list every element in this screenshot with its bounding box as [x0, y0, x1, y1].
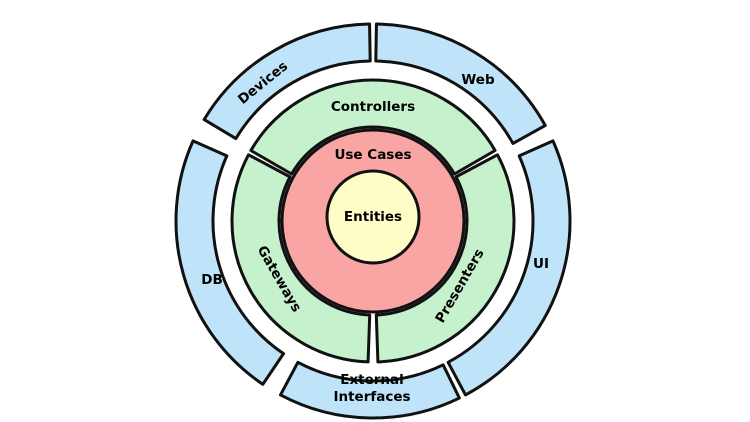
label-entities: Entities: [344, 209, 402, 225]
outer-ring-segment-ui: [446, 139, 572, 397]
adapters-ring-segment-presenters: [374, 153, 516, 364]
label-external-interfaces-line1: External: [340, 372, 404, 388]
label-db: DB: [201, 272, 223, 288]
outer-ring-segment-devices: [202, 22, 372, 141]
outer-ring-segment-external-interfaces: [279, 360, 461, 420]
label-external-interfaces-line2: Interfaces: [333, 389, 410, 405]
label-use-cases: Use Cases: [334, 147, 411, 163]
entities-circle: [325, 169, 421, 265]
adapters-ring-segment-gateways: [230, 153, 372, 364]
label-web: Web: [461, 72, 495, 88]
adapters-ring-segment-controllers: [249, 78, 497, 176]
outer-ring-segment-db: [174, 139, 286, 386]
label-controllers: Controllers: [331, 99, 415, 115]
label-ui: UI: [533, 256, 549, 272]
outer-ring-segment-web: [374, 22, 547, 145]
